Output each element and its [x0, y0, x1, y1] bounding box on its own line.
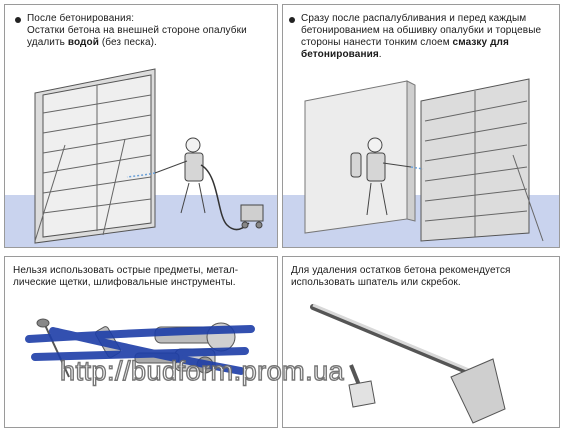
panel2-caption: Сразу после распалубливания и перед кажд… [301, 13, 541, 61]
panel4-caption: Для удаления остатков бетона рекомендует… [291, 265, 511, 289]
panel-recommended-tools: Для удаления остатков бетона рекомендует… [282, 256, 560, 428]
caption-text: удалить [27, 37, 68, 48]
caption-bold-text: водой [67, 37, 99, 48]
caption-line: Нельзя использовать острые предметы, мет… [13, 265, 239, 276]
caption-line: Сразу после распалубливания и перед кажд… [301, 13, 527, 24]
caption-bold-text: бетонирования [301, 49, 379, 60]
caption-line: Остатки бетона на внешней стороне опалуб… [27, 25, 247, 36]
formwork-washing-illustration [34, 68, 264, 244]
prohibited-cross-icon [25, 325, 255, 375]
scraper-illustration [310, 303, 506, 424]
panel3-caption: Нельзя использовать острые предметы, мет… [13, 265, 238, 289]
panel-wash-with-water: После бетонирования: Остатки бетона на в… [4, 4, 278, 248]
watermark: http://budform.prom.ua [59, 355, 345, 386]
release-agent-illustration [304, 78, 544, 242]
caption-text: (без песка). [98, 37, 157, 48]
caption-line: бетонированием на обшивку опалубки и тор… [301, 25, 542, 36]
caption-line: Для удаления остатков бетона рекомендует… [291, 265, 511, 276]
caption-line: использовать шпатель или скребок. [291, 277, 461, 288]
panel1-caption: После бетонирования: Остатки бетона на в… [27, 13, 247, 49]
caption-bold-text: смазку для [452, 37, 509, 48]
caption-line: лические щетки, шлифовальные инструменты… [13, 277, 236, 288]
forbidden-tools-illustration [25, 318, 255, 378]
caption-line: удалить водой (без песка). [27, 37, 247, 49]
panel-apply-release-agent: Сразу после распалубливания и перед кажд… [282, 4, 560, 248]
caption-line: бетонирования. [301, 49, 541, 61]
caption-text: . [378, 49, 382, 60]
bullet-icon [289, 17, 295, 23]
caption-text: стороны нанести тонким слоем [301, 37, 453, 48]
bullet-icon [15, 17, 21, 23]
caption-line: После бетонирования: [27, 13, 135, 24]
caption-line: стороны нанести тонким слоем смазку для [301, 37, 541, 49]
panel-forbidden-tools: Нельзя использовать острые предметы, мет… [4, 256, 278, 428]
